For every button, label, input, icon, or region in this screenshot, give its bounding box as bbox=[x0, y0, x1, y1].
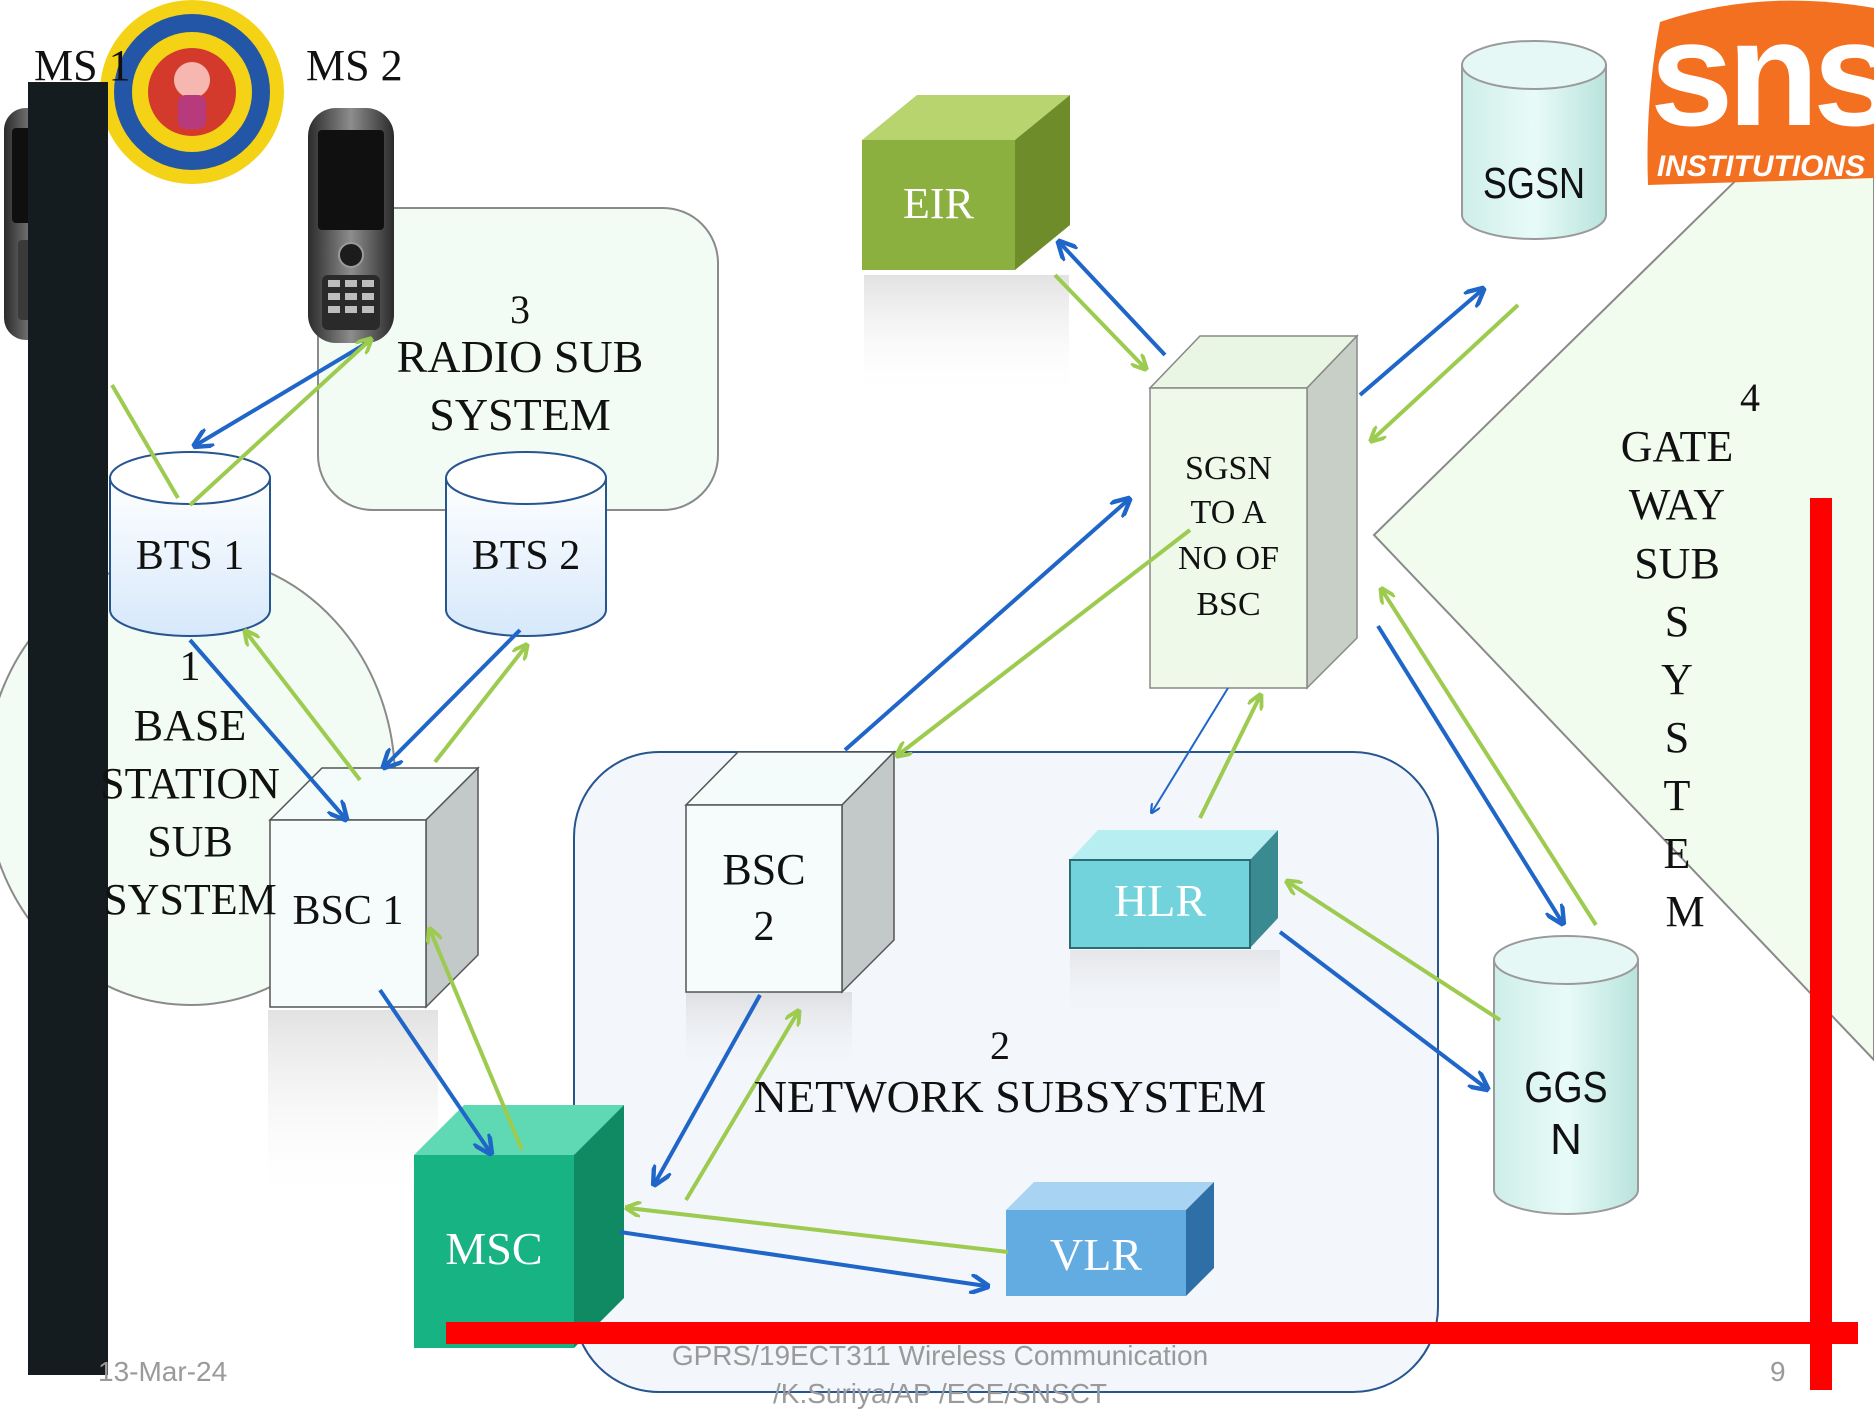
radio-subsystem-number: 3 bbox=[470, 290, 570, 330]
bsc2-label-line1: BSC bbox=[686, 848, 842, 892]
gateway-letter-t: T bbox=[1622, 774, 1732, 818]
footer-title-line2: /K.Suriya/AP /ECE/SNSCT bbox=[640, 1378, 1240, 1410]
sns-logo-text: sns bbox=[1650, 6, 1874, 141]
footer-title-line1: GPRS/19ECT311 Wireless Communication bbox=[640, 1340, 1240, 1372]
vlr-label: VLR bbox=[1006, 1232, 1186, 1278]
footer-page-number: 9 bbox=[1770, 1356, 1786, 1388]
college-emblem-logo bbox=[100, 0, 284, 184]
bts2-label: BTS 2 bbox=[446, 535, 606, 577]
ggsn-label-line1: GGS bbox=[1505, 1066, 1627, 1110]
gateway-letter-m: M bbox=[1630, 890, 1740, 934]
gateway-letter-s1: S bbox=[1622, 600, 1732, 644]
base-station-number: 1 bbox=[150, 646, 230, 688]
bts1-label: BTS 1 bbox=[110, 535, 270, 577]
network-subsystem-number: 2 bbox=[960, 1026, 1040, 1066]
msc-label: MSC bbox=[414, 1226, 574, 1272]
base-station-line2: STATION bbox=[92, 762, 288, 806]
base-station-line1: BASE bbox=[92, 704, 288, 748]
gateway-letter-s2: S bbox=[1622, 716, 1732, 760]
bsc1-label: BSC 1 bbox=[272, 890, 424, 932]
base-station-line4: SYSTEM bbox=[92, 878, 288, 922]
radio-subsystem-line1: RADIO SUB bbox=[380, 334, 660, 380]
bsc2-label-line2: 2 bbox=[686, 906, 842, 948]
gateway-letter-e: E bbox=[1622, 832, 1732, 876]
ggsn-label-line2: N bbox=[1494, 1118, 1638, 1162]
sgsn-box-line1: SGSN bbox=[1150, 452, 1307, 486]
sgsn-box-line3: NO OF bbox=[1150, 542, 1307, 576]
footer-date: 13-Mar-24 bbox=[98, 1356, 227, 1388]
ms1-label: MS 1 bbox=[34, 44, 131, 88]
mobile-phone-ms2-icon bbox=[308, 108, 394, 343]
hlr-label: HLR bbox=[1070, 878, 1250, 924]
gateway-line2: WAY bbox=[1582, 483, 1772, 527]
gateway-line3: SUB bbox=[1582, 542, 1772, 586]
radio-subsystem-line2: SYSTEM bbox=[380, 392, 660, 438]
sgsn-box-line4: BSC bbox=[1150, 588, 1307, 622]
gateway-subsystem-number: 4 bbox=[1730, 378, 1770, 418]
gateway-line1: GATE bbox=[1582, 425, 1772, 469]
sgsn-cylinder bbox=[1462, 41, 1606, 239]
sgsn-cylinder-label: SGSN bbox=[1475, 162, 1593, 206]
eir-label: EIR bbox=[862, 182, 1015, 226]
base-station-line3: SUB bbox=[92, 820, 288, 864]
sns-logo-subtext: INSTITUTIONS bbox=[1648, 152, 1874, 182]
gateway-letter-y: Y bbox=[1622, 658, 1732, 702]
network-subsystem-title: NETWORK SUBSYSTEM bbox=[730, 1074, 1290, 1120]
sgsn-box-line2: TO A bbox=[1150, 496, 1307, 530]
ms2-label: MS 2 bbox=[306, 44, 403, 88]
